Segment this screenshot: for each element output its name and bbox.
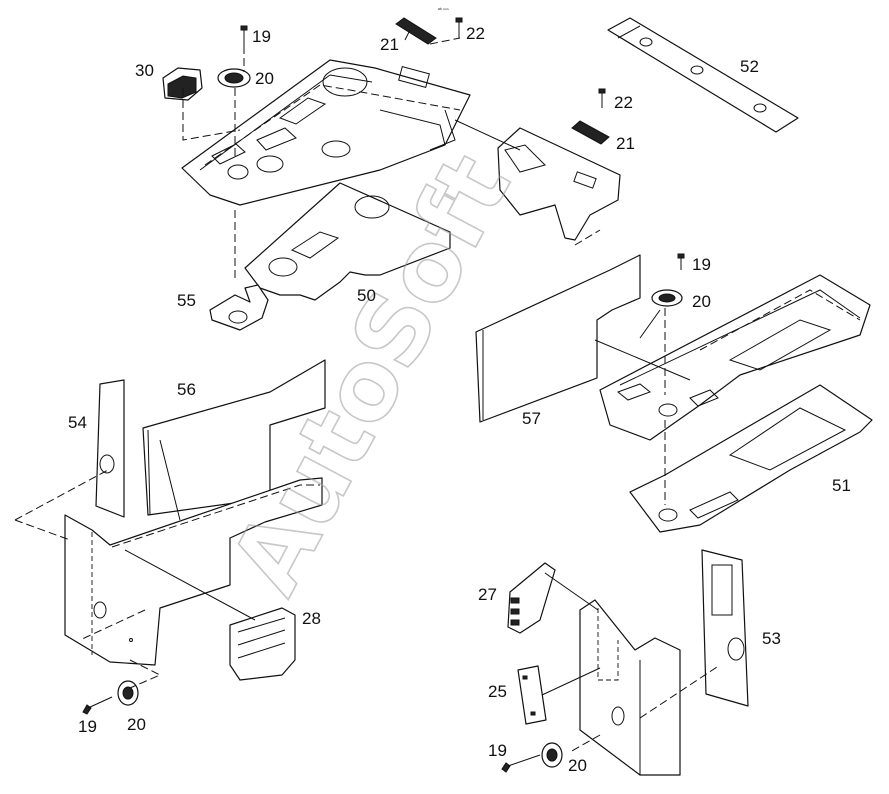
part-22-screw-b <box>598 88 606 108</box>
label-30: 30 <box>135 61 154 80</box>
part-27-clip <box>507 562 556 634</box>
label-57: 57 <box>522 409 541 428</box>
part-50-panel <box>244 182 451 301</box>
part-54-strip <box>95 379 125 518</box>
header-mark: ᵃᵇ ⁿⁿⁿ <box>438 7 449 13</box>
part-28-grille <box>229 607 296 681</box>
label-20-top-left: 20 <box>255 69 274 88</box>
part-56-panel <box>142 359 326 516</box>
lower-left-housing <box>64 477 323 666</box>
label-28: 28 <box>302 609 321 628</box>
label-21-right: 21 <box>616 134 635 153</box>
label-54: 54 <box>68 413 87 432</box>
right-console <box>599 274 871 441</box>
part-19-screw-a <box>240 25 248 46</box>
part-22-screw-a <box>455 17 463 38</box>
part-52-bar <box>607 17 799 133</box>
label-50: 50 <box>357 286 376 305</box>
center-bracket <box>497 127 621 241</box>
part-55-bracket <box>209 284 269 331</box>
part-21-strip-a <box>395 17 437 45</box>
label-22-right: 22 <box>614 93 633 112</box>
part-57-panel <box>475 254 641 423</box>
part-25-plate <box>517 665 547 725</box>
label-25: 25 <box>488 682 507 701</box>
label-19-right: 19 <box>692 255 711 274</box>
label-27: 27 <box>478 585 497 604</box>
label-20-right: 20 <box>692 292 711 311</box>
part-21-strip-b <box>571 120 610 145</box>
label-21-top: 21 <box>380 35 399 54</box>
part-19-screw-b <box>677 253 685 270</box>
part-30-switch <box>162 67 203 101</box>
label-51: 51 <box>832 476 851 495</box>
label-19-top-left: 19 <box>252 27 271 46</box>
part-labels: 19 20 30 21 22 52 22 21 19 20 55 50 56 5… <box>68 24 851 775</box>
part-20-grommet-c <box>117 680 139 706</box>
label-53: 53 <box>762 629 781 648</box>
label-56: 56 <box>177 380 196 399</box>
part-53-plate <box>701 549 749 707</box>
label-20-lower-left: 20 <box>127 715 146 734</box>
label-20-lower-right: 20 <box>568 756 587 775</box>
part-20-grommet-a <box>217 68 251 88</box>
part-20-grommet-d <box>541 742 563 768</box>
leader-lines <box>159 29 661 521</box>
label-52: 52 <box>740 57 759 76</box>
part-19-screw-d <box>501 754 541 773</box>
assembly-lines <box>14 37 721 753</box>
label-19-lower-left: 19 <box>78 717 97 736</box>
part-20-grommet-b <box>651 289 683 307</box>
label-55: 55 <box>177 291 196 310</box>
lower-right-housing <box>579 599 681 776</box>
label-22-top: 22 <box>466 24 485 43</box>
label-19-lower-right: 19 <box>488 741 507 760</box>
upper-left-console <box>181 59 471 206</box>
part-19-screw-c <box>82 696 113 715</box>
part-51-frame <box>629 384 873 533</box>
